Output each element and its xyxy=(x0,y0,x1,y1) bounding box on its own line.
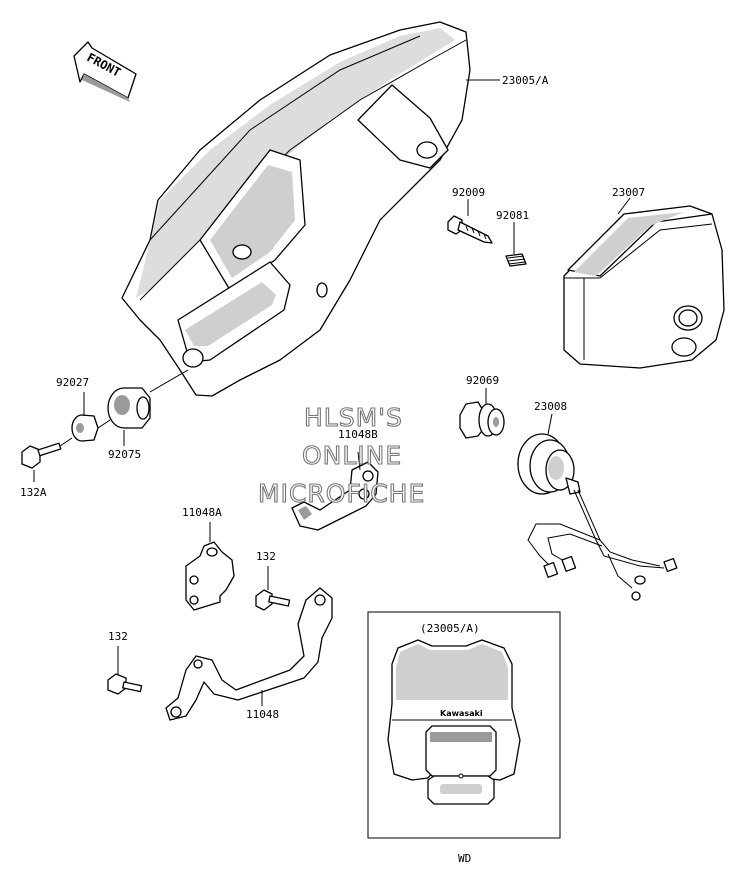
leader-lines xyxy=(33,79,631,482)
bolt-132-upper xyxy=(255,566,291,611)
bolt-92009 xyxy=(447,215,493,244)
bracket-11048B xyxy=(291,451,379,531)
label-23008: 23008 xyxy=(534,400,567,413)
label-132-upper: 132 xyxy=(256,550,276,563)
inset-frame xyxy=(367,611,561,839)
label-92069: 92069 xyxy=(466,374,499,387)
label-92027: 92027 xyxy=(56,376,89,389)
grommet-92075 xyxy=(107,369,189,429)
watermark-line3: MICROFICHE xyxy=(258,479,425,508)
bulb-92069 xyxy=(459,401,505,439)
inset-wd-variant: (23005/A) Kawasaki WD xyxy=(367,611,561,865)
bracket-11048A xyxy=(185,522,235,611)
inset-brand: Kawasaki xyxy=(440,709,483,718)
number-plate-cover: Kawasaki xyxy=(387,639,521,805)
spring-92081 xyxy=(505,253,527,267)
label-23005A: 23005/A xyxy=(502,74,549,87)
label-92075: 92075 xyxy=(108,448,141,461)
label-11048B: 11048B xyxy=(338,428,378,441)
bolt-132A xyxy=(21,437,73,469)
watermark-line2: ONLINE xyxy=(302,441,402,470)
headlight-cover xyxy=(121,21,471,397)
label-132A: 132A xyxy=(20,486,47,499)
label-11048: 11048 xyxy=(246,708,279,721)
stay-11048 xyxy=(165,587,333,721)
label-92081: 92081 xyxy=(496,209,529,222)
headlight-lens-23007 xyxy=(563,205,725,369)
label-92009: 92009 xyxy=(452,186,485,199)
inset-title: (23005/A) xyxy=(420,622,480,635)
socket-23008 xyxy=(517,433,678,601)
bolt-132-lower xyxy=(107,646,143,695)
inset-model: WD xyxy=(458,852,471,865)
label-132-lower: 132 xyxy=(108,630,128,643)
label-23007: 23007 xyxy=(612,186,645,199)
watermark: HLSM'S ONLINE MICROFICHE xyxy=(257,402,425,508)
watermark-line1: HLSM'S xyxy=(304,403,403,432)
washer-92027 xyxy=(71,414,111,442)
front-arrow: FRONT xyxy=(73,41,137,102)
label-11048A: 11048A xyxy=(182,506,222,519)
